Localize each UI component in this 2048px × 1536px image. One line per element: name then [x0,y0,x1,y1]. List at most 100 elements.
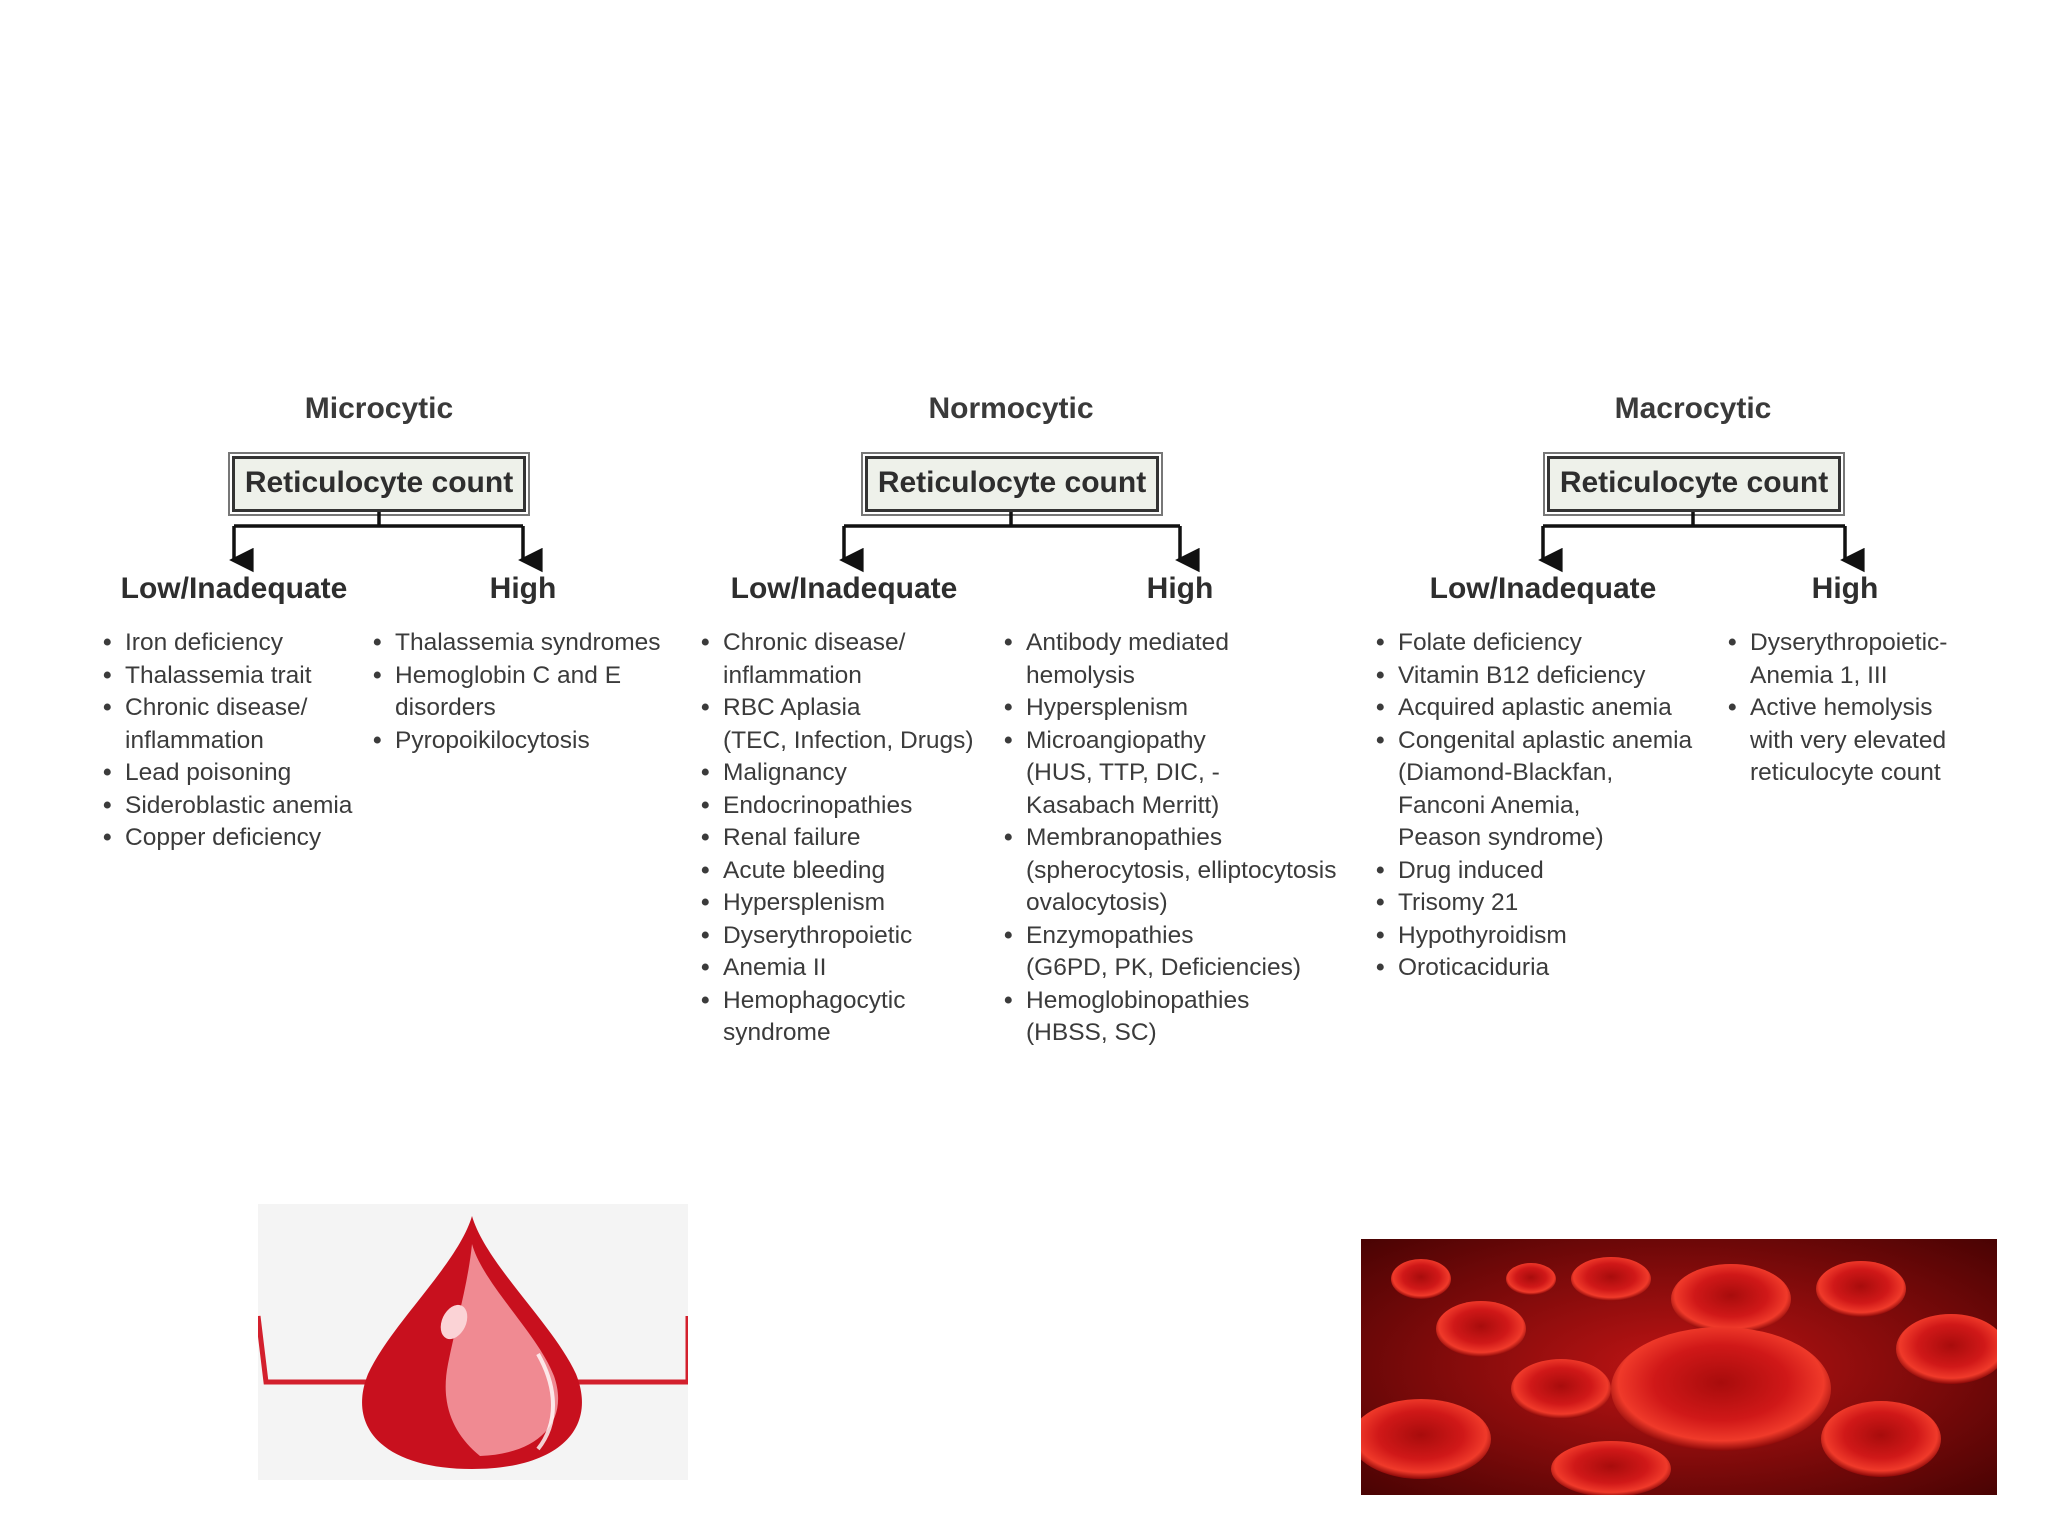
category-title-microcytic: Microcytic [304,392,454,425]
bullet-icon: • [1376,921,1385,949]
list-item-text: Acute bleeding [723,856,886,884]
bullet-icon: • [1376,954,1385,981]
reticulocyte-count-box-macrocytic: Reticulocyte count [1547,456,1841,512]
list-item-text: Vitamin B12 deficiency [1398,661,1646,689]
list-item-text: (HBSS, SC) [1026,1019,1157,1046]
list-item: • Acquired aplastic anemia [1376,692,1692,725]
list-item: • Membranopathies (spherocytosis, elliptoc… [1004,822,1336,920]
bullet-icon: • [373,661,382,689]
blood-drop-image [255,1204,691,1480]
bullet-icon: • [103,759,112,786]
bullet-icon: • [701,856,710,884]
list-item: • Copper deficiency [103,822,352,855]
list-item-text: (TEC, Infection, Drugs) [723,726,974,754]
list-item-text: Dyserythropoietic [723,921,913,949]
list-item: •Thalassemia syndromes [373,627,661,660]
list-item-text: (G6PD, PK, Deficiencies) [1026,954,1302,981]
bullet-icon: • [701,694,710,721]
bullet-icon: • [1376,889,1385,916]
list-item-text: Folate deficiency [1398,629,1582,656]
list-item: •Hypersplenism [1004,692,1336,725]
list-item-text: Anemia 1, III [1750,661,1888,689]
bullet-icon: • [1004,694,1013,721]
bullet-icon: • [1004,726,1013,754]
bullet-icon: • [373,629,382,656]
list-item: • Dyserythropoietic- Anemia 1, III [1728,627,1947,692]
bullet-icon: • [373,726,382,754]
bullet-icon: • [701,791,710,819]
high-label-normocytic: High [1146,572,1214,605]
list-item-text: Hemoglobinopathies [1026,986,1250,1014]
list-item-text: Membranopathies [1026,824,1223,851]
list-item-text: Microangiopathy [1026,726,1206,754]
high-causes-microcytic: •Thalassemia syndromes•Hemoglobin C and … [373,627,661,757]
list-item-text: Active hemolysis [1750,694,1933,721]
list-item-text: Hemophagocytic [723,986,906,1014]
reticulocyte-count-box-microcytic: Reticulocyte count [232,456,526,512]
list-item-text: Dyserythropoietic- [1750,629,1948,656]
bullet-icon: • [1004,629,1013,656]
high-label-macrocytic: High [1811,572,1879,605]
red-blood-cells-image [1361,1239,1997,1495]
list-item: •Sideroblastic anemia [103,790,352,823]
list-item-text: Hemoglobin C and E [395,661,622,689]
list-item: •Malignancy [701,757,974,790]
list-item: •Hemoglobinopathies(HBSS, SC) [1004,985,1336,1050]
list-item-text: Copper deficiency [125,824,322,851]
bullet-icon: • [1376,694,1385,721]
list-item-text: Drug induced [1398,856,1544,884]
list-item-text: Iron deficiency [125,629,283,656]
bullet-icon: • [1728,694,1737,721]
list-item-text: inflammation [723,661,862,689]
bullet-icon: • [1376,629,1385,656]
list-item-text: Fanconi Anemia, [1398,791,1581,819]
list-item-text: Enzymopathies [1026,921,1194,949]
list-item: •Chronic disease/inflammation [701,627,974,692]
list-item-text: Anemia II [723,954,827,981]
low-causes-microcytic: • Iron deficiency • Thalassemia trait • Chron… [103,627,352,855]
low-label-microcytic: Low/Inadequate [120,572,348,605]
high-causes-macrocytic: • Dyserythropoietic- Anemia 1, III • Active … [1728,627,1947,790]
list-item-text: Chronic disease/ [125,694,308,721]
list-item: •Endocrinopathies [701,790,974,823]
bullet-icon: • [103,694,112,721]
high-label-microcytic: High [489,572,557,605]
list-item: • Acute bleeding [701,855,974,888]
bullet-icon: • [701,986,710,1014]
list-item-text: (HUS, TTP, DIC, - [1026,759,1220,786]
list-item-text: Acquired aplastic anemia [1398,694,1672,721]
bullet-icon: • [701,824,710,851]
bullet-icon: • [701,954,710,981]
list-item-text: Lead poisoning [125,759,292,786]
list-item: •Drug induced [1376,855,1692,888]
bullet-icon: • [103,824,112,851]
bullet-icon: • [1728,629,1737,656]
red-blood-cells-icon [1361,1239,1997,1495]
list-item: •Congenital aplastic anemia(Diamond-Blac… [1376,725,1692,855]
bullet-icon: • [701,921,710,949]
list-item-text: Hypersplenism [723,889,886,916]
list-item-text: Thalassemia trait [125,661,312,689]
list-item-text: Congenital aplastic anemia [1398,726,1693,754]
list-item: •Oroticaciduria [1376,952,1692,985]
reticulocyte-count-box-normocytic: Reticulocyte count [865,456,1159,512]
list-item-text: Hypothyroidism [1398,921,1567,949]
bullet-icon: • [103,661,112,689]
list-item: • Renal failure [701,822,974,855]
list-item-text: RBC Aplasia [723,694,861,721]
bullet-icon: • [1004,824,1013,851]
list-item-text: Renal failure [723,824,861,851]
list-item: •Enzymopathies(G6PD, PK, Deficiencies) [1004,920,1336,985]
list-item-text: syndrome [723,1019,831,1046]
low-label-macrocytic: Low/Inadequate [1429,572,1657,605]
bullet-icon: • [103,629,112,656]
list-item: •Hypersplenism [701,887,974,920]
list-item-text: (spherocytosis, elliptocytosis [1026,856,1337,884]
list-item: • Iron deficiency [103,627,352,660]
list-item: • RBC Aplasia (TEC, Infection, Drugs) [701,692,974,757]
low-causes-normocytic: •Chronic disease/inflammation•RBC Aplasi… [701,627,974,1050]
list-item: •Microangiopathy(HUS, TTP, DIC, -Kasabac… [1004,725,1336,823]
